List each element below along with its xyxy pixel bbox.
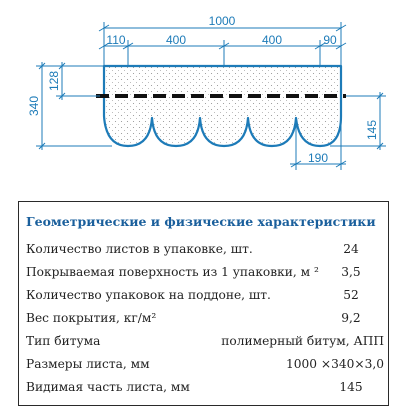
dimension-tab-height: [330, 92, 386, 150]
seg-right-label: 90: [323, 33, 337, 47]
spec-value: 145: [339, 380, 363, 394]
specs-title: Геометрические и физические характеристи…: [26, 214, 376, 229]
tab-width-label: 190: [308, 151, 328, 165]
spec-row: Покрываемая поверхность из 1 упаковки, м…: [26, 265, 382, 285]
spec-row: Видимая часть листа, мм 145: [26, 380, 382, 400]
specs-table: Геометрические и физические характеристи…: [18, 201, 389, 406]
spec-label: Видимая часть листа, мм: [26, 380, 190, 394]
spec-label: Покрываемая поверхность из 1 упаковки, м…: [26, 265, 319, 279]
dimension-segments: [98, 40, 347, 66]
spec-label: Размеры листа, мм: [26, 357, 150, 371]
seg-mid1-label: 400: [166, 33, 186, 47]
spec-value: 3,5: [341, 265, 361, 279]
spec-value: 9,2: [341, 311, 361, 325]
spec-row: Тип битума полимерный битум, АПП: [26, 334, 384, 354]
tab-height-label: 145: [365, 120, 379, 140]
shingle-sheet: [102, 64, 343, 148]
spec-value: 52: [343, 288, 359, 302]
height-total-label: 340: [27, 96, 41, 116]
seg-left-label: 110: [106, 33, 125, 47]
spec-label: Количество листов в упаковке, шт.: [26, 242, 253, 256]
height-top-label: 128: [47, 71, 61, 91]
spec-label: Количество упаковок на поддоне, шт.: [26, 288, 271, 302]
spec-row: Количество упаковок на поддоне, шт. 52: [26, 288, 382, 308]
spec-row: Размеры листа, мм 1000 ×340×3,0: [26, 357, 384, 377]
spec-label: Тип битума: [26, 334, 101, 348]
spec-row: Количество листов в упаковке, шт. 24: [26, 242, 382, 262]
total-width-label: 1000: [209, 14, 236, 28]
spec-value: 24: [343, 242, 359, 256]
spec-value: полимерный битум, АПП: [221, 334, 384, 348]
seg-mid2-label: 400: [262, 33, 282, 47]
spec-row: Вес покрытия, кг/м² 9,2: [26, 311, 382, 331]
dimension-height-total: [36, 62, 112, 150]
spec-value: 1000 ×340×3,0: [286, 357, 384, 371]
dimension-tab-width: [290, 118, 347, 170]
shingle-drawing: 1000 110 400 400 90 340 128 145: [27, 14, 386, 170]
dimension-total-width: [98, 22, 347, 66]
spec-label: Вес покрытия, кг/м²: [26, 311, 157, 325]
dimension-height-top: [56, 62, 100, 100]
